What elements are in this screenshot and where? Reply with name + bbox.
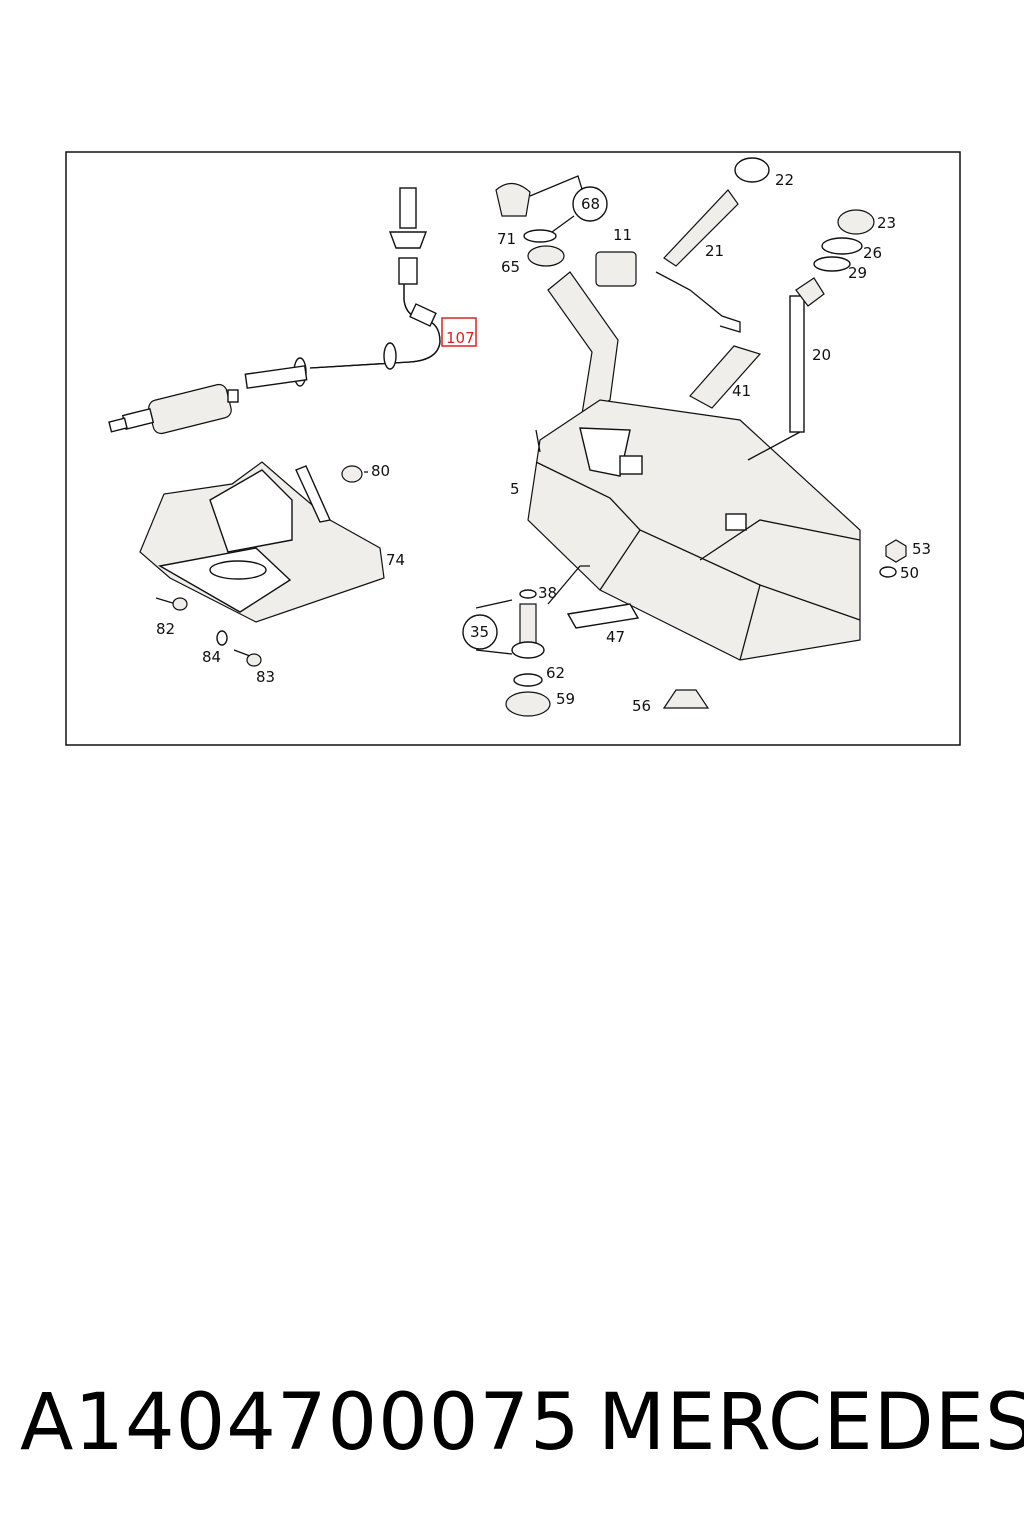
callout-84: 84	[202, 648, 221, 666]
callout-5: 5	[510, 480, 520, 498]
callout-26: 26	[863, 244, 882, 262]
fuel-pipe-assembly	[108, 187, 441, 435]
callout-38: 38	[538, 584, 557, 602]
callout-47: 47	[606, 628, 625, 646]
callout-35: 35	[470, 623, 489, 641]
part-number: A1404700075	[20, 1378, 581, 1468]
callout-56: 56	[632, 697, 651, 715]
caption: A1404700075 MERCEDES	[0, 1368, 1024, 1478]
callout-23: 23	[877, 214, 896, 232]
callout-68: 68	[581, 195, 600, 213]
diagram-canvas: 107 68 71 65 11 22 21 23 26 29 20 41 80 …	[65, 151, 961, 746]
callout-11: 11	[613, 226, 632, 244]
callout-circle-68	[572, 186, 608, 222]
callout-65: 65	[501, 258, 520, 276]
callout-22: 22	[775, 171, 794, 189]
brand-name: MERCEDES	[598, 1378, 1024, 1468]
callout-74: 74	[386, 551, 405, 569]
heat-shield	[139, 461, 385, 623]
callout-80: 80	[371, 462, 390, 480]
callout-circle-35	[462, 614, 498, 650]
callout-29: 29	[848, 264, 867, 282]
callout-50: 50	[900, 564, 919, 582]
callout-62: 62	[546, 664, 565, 682]
callout-41: 41	[732, 382, 751, 400]
fuel-tank	[527, 271, 861, 661]
callout-20: 20	[812, 346, 831, 364]
small-parts	[155, 465, 907, 717]
highlight-box	[441, 317, 477, 347]
callout-83: 83	[256, 668, 275, 686]
parts-diagram: 107 68 71 65 11 22 21 23 26 29 20 41 80 …	[0, 0, 1024, 760]
callout-labels: 107 68 71 65 11 22 21 23 26 29 20 41 80 …	[156, 171, 931, 715]
callout-21: 21	[705, 242, 724, 260]
callout-53: 53	[912, 540, 931, 558]
callout-71: 71	[497, 230, 516, 248]
callout-59: 59	[556, 690, 575, 708]
tank-fittings	[495, 157, 875, 461]
callout-82: 82	[156, 620, 175, 638]
callout-107: 107	[446, 329, 475, 347]
